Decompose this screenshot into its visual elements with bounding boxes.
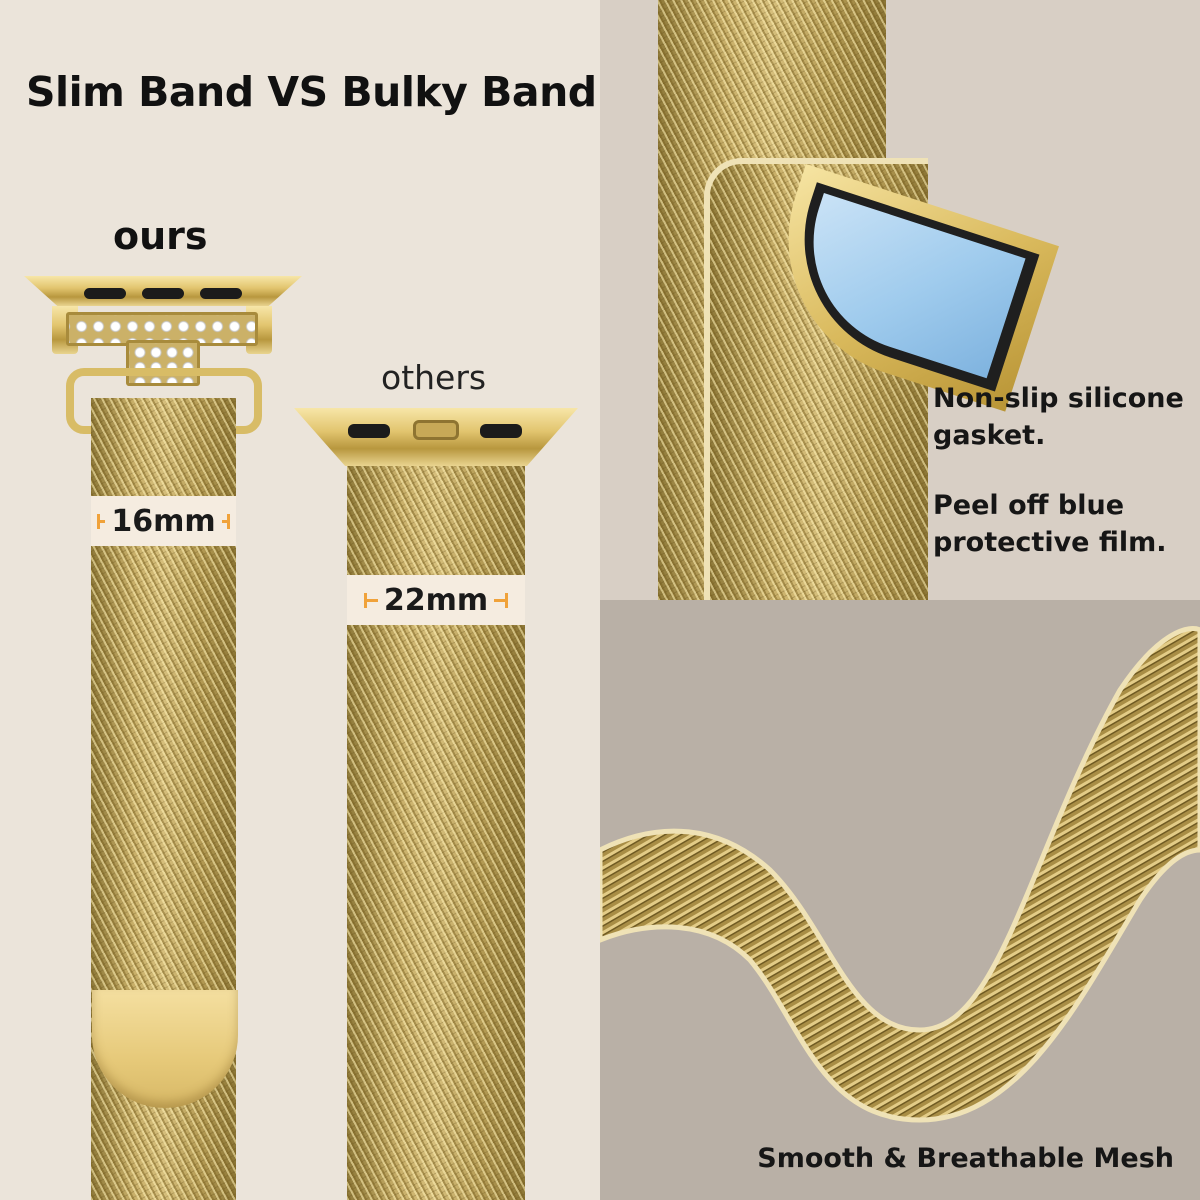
mesh-detail-panel: Smooth & Breathable Mesh <box>600 600 1200 1200</box>
mesh-wave-illustration <box>600 626 1200 1123</box>
gasket-detail-panel: Non-slip silicone gasket. Peel off blue … <box>600 0 1200 600</box>
film-line-2: protective film. <box>933 527 1167 558</box>
ours-label: ours <box>113 214 208 258</box>
magnetic-keeper <box>92 990 238 1108</box>
others-width-marker: 22mm <box>347 575 525 625</box>
mesh-caption: Smooth & Breathable Mesh <box>757 1143 1174 1174</box>
others-connector <box>294 408 578 466</box>
right-tick-icon <box>494 592 509 608</box>
right-tick-icon <box>221 513 231 529</box>
film-feature-text: Peel off blue protective film. <box>933 487 1167 561</box>
mesh-wave-band <box>600 626 1200 1123</box>
ours-width-label: 16mm <box>111 503 216 539</box>
left-tick-icon <box>97 513 106 529</box>
ours-connector <box>24 276 302 306</box>
left-tick-icon <box>363 592 378 608</box>
gasket-line-1: Non-slip silicone <box>933 383 1184 414</box>
ours-width-marker: 16mm <box>91 496 236 546</box>
page-title: Slim Band VS Bulky Band <box>26 68 597 116</box>
comparison-panel: Slim Band VS Bulky Band ours 16mm others… <box>24 68 598 1200</box>
gasket-line-2: gasket. <box>933 420 1046 451</box>
film-line-1: Peel off blue <box>933 490 1125 521</box>
gasket-feature-text: Non-slip silicone gasket. <box>933 380 1184 454</box>
rhinestone-column <box>126 340 200 386</box>
others-label: others <box>381 358 487 397</box>
others-width-label: 22mm <box>383 582 489 618</box>
